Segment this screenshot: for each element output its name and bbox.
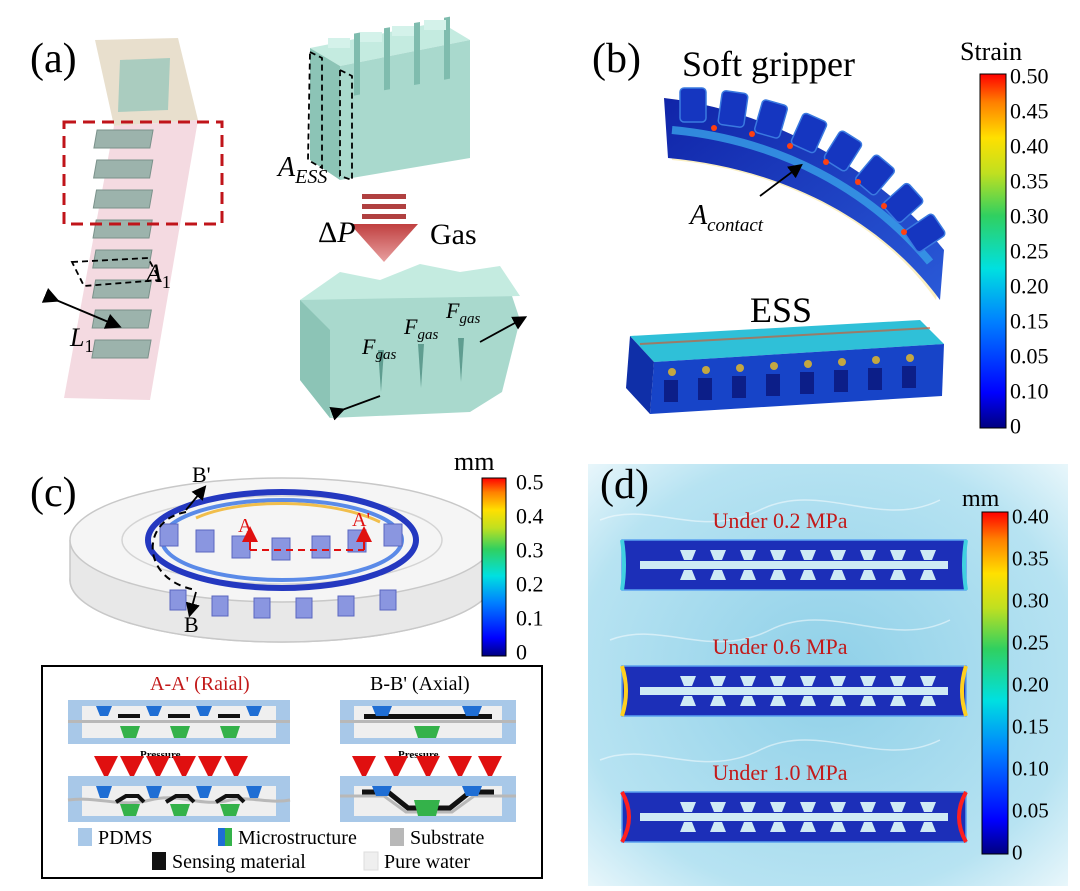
a1-area-outline [70, 257, 162, 287]
d-disp-tick-8: 0 [1012, 840, 1023, 864]
legend-swatch-sensing [152, 852, 166, 870]
section-radial-title: A-A' (Raial) [150, 673, 250, 695]
radial-pressed [67, 756, 291, 822]
axial-rest [340, 700, 516, 744]
d-disp-tick-3: 0.25 [1012, 630, 1049, 654]
c-colorbar-ticks: 0.5 0.4 0.3 0.2 0.1 0 [516, 470, 544, 665]
d-disp-tick-5: 0.15 [1012, 714, 1049, 738]
d-disp-tick-6: 0.10 [1012, 756, 1049, 780]
marker-a-prime: A' [352, 509, 370, 531]
c-disp-tick-1: 0.4 [516, 504, 544, 529]
c-disp-tick-4: 0.1 [516, 606, 544, 631]
legend-swatch-substrate [390, 828, 404, 846]
a-ess-label: AESS [276, 152, 327, 188]
panel-b: (b) Soft gripper [592, 36, 1049, 439]
ess-strip-1: Under 0.6 MPa [620, 634, 968, 717]
legend-swatch-pdms [78, 828, 92, 846]
displacement-colorbar-c: mm 0.5 0.4 0.3 0.2 0.1 0 [454, 447, 544, 665]
a-contact-label: Acontact [688, 200, 764, 236]
legend-swatch-water [363, 851, 379, 871]
panel-a-label: (a) [30, 36, 77, 82]
marker-b: B [184, 612, 199, 637]
material-legend: PDMS Microstructure Substrate Sensing ma… [78, 827, 485, 873]
marker-b-prime: B' [192, 462, 211, 487]
soft-gripper-title: Soft gripper [682, 44, 855, 84]
cross-section-schematic: A-A' (Raial) B-B' (Axial) [41, 665, 543, 879]
c-colorbar-title: mm [454, 447, 494, 476]
d-disp-tick-7: 0.05 [1012, 798, 1049, 822]
panel-d-label: (d) [600, 462, 649, 508]
pressure-label-2: Under 1.0 MPa [712, 760, 847, 785]
d-colorbar-title: mm [962, 486, 1000, 512]
pressure-label-right: Pressure [398, 749, 439, 761]
ess-title: ESS [750, 290, 812, 330]
delta-p-label: ΔP [318, 216, 356, 249]
c-disp-tick-3: 0.2 [516, 572, 544, 597]
strain-colorbar: Strain 0.500.450.400.350.300.250.200.150… [960, 37, 1049, 439]
panel-b-label: (b) [592, 36, 641, 82]
strain-tick-0: 0.50 [1010, 64, 1049, 89]
d-disp-tick-0: 0.40 [1012, 504, 1049, 528]
panel-c-label: (c) [30, 470, 77, 516]
l1-label: L1 [69, 323, 93, 356]
pressure-label-left: Pressure [140, 749, 181, 761]
panel-a: (a) A1 L1 [30, 16, 528, 421]
panel-c: (c) [30, 447, 544, 879]
sensor-disc-model [69, 477, 495, 643]
strain-tick-10: 0 [1010, 414, 1021, 439]
gas-label: Gas [430, 218, 477, 251]
f-gas-label-2: Fgas [403, 314, 438, 343]
c-disp-tick-5: 0 [516, 640, 527, 665]
strain-tick-2: 0.40 [1010, 134, 1049, 159]
d-disp-tick-4: 0.20 [1012, 672, 1049, 696]
soft-gripper-model [664, 87, 946, 300]
strain-colorbar-ticks: 0.50 0.45 0.40 0.35 0.30 0.25 0.20 0.15 0.05 0.10… [1010, 64, 1049, 439]
f-gas-label-3: Fgas [445, 298, 480, 327]
ess-strain-model [626, 320, 944, 414]
strain-tick-9: 0.10 [1010, 379, 1049, 404]
legend-microstructure: Microstructure [238, 827, 357, 849]
c-disp-tick-0: 0.5 [516, 470, 544, 495]
pressure-arrow [350, 194, 418, 262]
strain-tick-3: 0.35 [1010, 169, 1049, 194]
strain-tick-5: 0.25 [1010, 239, 1049, 264]
strain-tick-6: 0.20 [1010, 274, 1049, 299]
c-disp-tick-2: 0.3 [516, 538, 544, 563]
ess-strip-0: Under 0.2 MPa [620, 508, 968, 591]
strain-colorbar-title: Strain [960, 37, 1022, 66]
radial-rest [68, 700, 290, 744]
zoom-box [62, 120, 224, 226]
d-disp-tick-2: 0.30 [1012, 588, 1049, 612]
strain-tick-8: 0.05 [1010, 344, 1049, 369]
marker-a: A [238, 515, 253, 537]
f-gas-label-1: Fgas [361, 334, 396, 363]
legend-substrate: Substrate [410, 827, 485, 849]
a1-label: A1 [144, 259, 171, 292]
legend-pdms: PDMS [98, 827, 152, 849]
strain-tick-1: 0.45 [1010, 99, 1049, 124]
displacement-colorbar-d: mm 0.40 0.35 0.30 0.25 0.20 0.15 0.10 0.05 0 [962, 486, 1049, 864]
d-colorbar-ticks: 0.40 0.35 0.30 0.25 0.20 0.15 0.10 0.05 0 [1012, 504, 1049, 864]
legend-swatch-micro [218, 828, 225, 846]
d-disp-tick-1: 0.35 [1012, 546, 1049, 570]
ess-strip-2: Under 1.0 MPa [620, 760, 968, 843]
pressure-label-1: Under 0.6 MPa [712, 634, 847, 659]
legend-water: Pure water [384, 851, 470, 873]
strain-tick-7: 0.15 [1010, 309, 1049, 334]
axial-pressed [340, 756, 516, 822]
ess-block-deformed [300, 264, 520, 418]
legend-sensing: Sensing material [172, 851, 306, 873]
pressure-label-0: Under 0.2 MPa [712, 508, 847, 533]
l1-dimension-arrow [41, 287, 122, 329]
ess-block-rest [307, 16, 470, 182]
section-axial-title: B-B' (Axial) [370, 673, 470, 695]
strain-tick-4: 0.30 [1010, 204, 1049, 229]
